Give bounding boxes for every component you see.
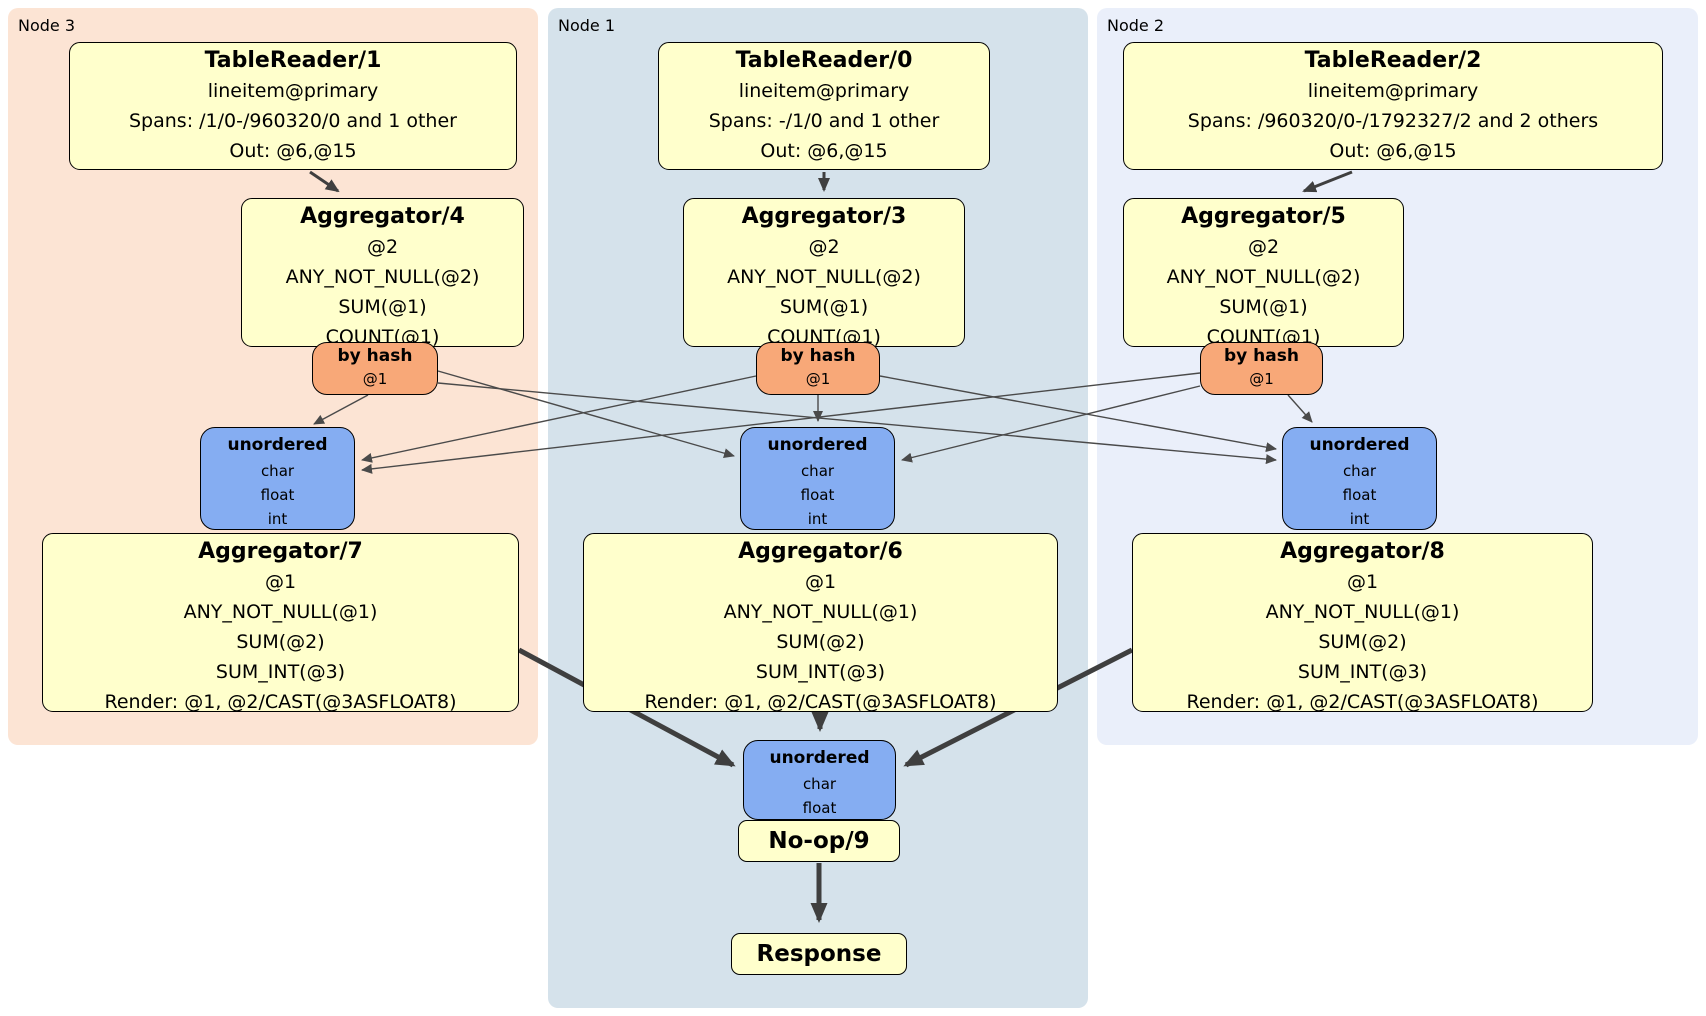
box-line: float xyxy=(802,799,837,817)
unordered-sync-node3: unordered char float int xyxy=(200,427,355,530)
aggregator-6-title: Aggregator/6 xyxy=(738,539,903,564)
box-line: @2 xyxy=(808,236,840,258)
noop-9-title: No-op/9 xyxy=(768,828,870,854)
box-line: SUM_INT(@3) xyxy=(1297,661,1428,683)
hash-router-node3-title: by hash xyxy=(337,346,413,366)
aggregator-4-title: Aggregator/4 xyxy=(300,204,465,229)
panel-node1-label: Node 1 xyxy=(558,16,616,35)
box-line: lineitem@primary xyxy=(1307,80,1479,102)
box-line: SUM_INT(@3) xyxy=(215,661,346,683)
box-line: ANY_NOT_NULL(@1) xyxy=(183,601,378,623)
unordered-sync-node1-title: unordered xyxy=(767,435,868,455)
aggregator-8-title: Aggregator/8 xyxy=(1280,539,1445,564)
aggregator-4-box: Aggregator/4 @2 ANY_NOT_NULL(@2) SUM(@1)… xyxy=(241,198,524,348)
box-line: lineitem@primary xyxy=(207,80,379,102)
unordered-sync-final-title: unordered xyxy=(769,748,870,768)
box-line: int xyxy=(1349,510,1370,528)
box-line: Out: @6,@15 xyxy=(229,140,357,162)
box-line: Spans: /960320/0-/1792327/2 and 2 others xyxy=(1187,110,1599,132)
box-line: SUM(@2) xyxy=(1318,631,1407,653)
box-line: ANY_NOT_NULL(@2) xyxy=(285,266,480,288)
box-line: ANY_NOT_NULL(@2) xyxy=(727,266,921,288)
aggregator-7-box: Aggregator/7 @1 ANY_NOT_NULL(@1) SUM(@2)… xyxy=(42,533,519,713)
box-line: Spans: -/1/0 and 1 other xyxy=(708,110,940,132)
unordered-sync-final: unordered char float xyxy=(743,740,896,820)
tablereader-0-title: TableReader/0 xyxy=(735,48,913,73)
unordered-sync-node2: unordered char float int xyxy=(1282,427,1437,530)
tablereader-0-box: TableReader/0 lineitem@primary Spans: -/… xyxy=(658,42,990,170)
tablereader-2-box: TableReader/2 lineitem@primary Spans: /9… xyxy=(1123,42,1663,170)
box-line: @1 xyxy=(805,370,831,388)
box-line: lineitem@primary xyxy=(738,80,910,102)
box-line: SUM_INT(@3) xyxy=(755,661,886,683)
edge-hash3-sync3 xyxy=(313,394,369,425)
box-line: Render: @1, @2/CAST(@3ASFLOAT8) xyxy=(644,691,997,713)
box-line: @2 xyxy=(1247,236,1280,258)
box-line: @1 xyxy=(1249,370,1274,388)
edge-hash2-sync1 xyxy=(901,385,1201,463)
box-line: SUM(@2) xyxy=(236,631,325,653)
box-line: @1 xyxy=(362,370,388,388)
unordered-sync-node1: unordered char float int xyxy=(740,427,895,530)
box-line: SUM(@1) xyxy=(1219,296,1308,318)
aggregator-5-box: Aggregator/5 @2 ANY_NOT_NULL(@2) SUM(@1)… xyxy=(1123,198,1404,348)
noop-9-box: No-op/9 xyxy=(738,820,900,862)
edge-hash2-sync2 xyxy=(1287,394,1313,423)
box-line: int xyxy=(807,510,828,528)
edge-hash2-sync3 xyxy=(361,372,1201,474)
box-line: char xyxy=(1342,462,1377,480)
box-line: @1 xyxy=(1346,571,1379,593)
aggregator-8-box: Aggregator/8 @1 ANY_NOT_NULL(@1) SUM(@2)… xyxy=(1132,533,1593,713)
box-line: @2 xyxy=(366,236,399,258)
box-line: char xyxy=(800,462,835,480)
box-line: char xyxy=(260,462,295,480)
unordered-sync-node2-title: unordered xyxy=(1309,435,1410,455)
edge-hash3-sync2 xyxy=(437,382,1277,465)
box-line: Render: @1, @2/CAST(@3ASFLOAT8) xyxy=(104,691,457,713)
box-line: @1 xyxy=(264,571,297,593)
response-box: Response xyxy=(731,933,907,975)
edge-hash1-sync2 xyxy=(879,375,1277,453)
edge-hash3-sync1 xyxy=(437,370,735,459)
box-line: ANY_NOT_NULL(@2) xyxy=(1166,266,1361,288)
hash-router-node1: by hash @1 xyxy=(756,342,880,395)
hash-router-node2-title: by hash xyxy=(1224,346,1299,366)
box-line: Spans: /1/0-/960320/0 and 1 other xyxy=(129,110,457,132)
box-line: float xyxy=(260,486,295,504)
aggregator-6-box: Aggregator/6 @1 ANY_NOT_NULL(@1) SUM(@2)… xyxy=(583,533,1058,713)
tablereader-2-title: TableReader/2 xyxy=(1304,48,1482,73)
box-line: char xyxy=(802,775,837,793)
box-line: Out: @6,@15 xyxy=(1329,140,1457,162)
hash-router-node1-title: by hash xyxy=(780,346,856,366)
unordered-sync-node3-title: unordered xyxy=(227,435,328,455)
aggregator-7-title: Aggregator/7 xyxy=(198,539,363,564)
box-line: Render: @1, @2/CAST(@3ASFLOAT8) xyxy=(1186,691,1539,713)
edge-hash1-sync3 xyxy=(361,375,757,463)
box-line: int xyxy=(267,510,288,528)
box-line: SUM(@1) xyxy=(338,296,427,318)
box-line: SUM(@1) xyxy=(779,296,869,318)
box-line: ANY_NOT_NULL(@1) xyxy=(723,601,918,623)
box-line: Out: @6,@15 xyxy=(760,140,888,162)
box-line: ANY_NOT_NULL(@1) xyxy=(1265,601,1460,623)
box-line: float xyxy=(1342,486,1377,504)
edge-tr2-agg5 xyxy=(1302,170,1353,193)
panel-node3-label: Node 3 xyxy=(18,16,76,35)
tablereader-1-title: TableReader/1 xyxy=(204,48,382,73)
hash-router-node2: by hash @1 xyxy=(1200,342,1323,395)
response-title: Response xyxy=(756,941,882,967)
aggregator-3-box: Aggregator/3 @2 ANY_NOT_NULL(@2) SUM(@1)… xyxy=(683,198,965,348)
aggregator-3-title: Aggregator/3 xyxy=(741,204,907,229)
box-line: float xyxy=(800,486,835,504)
aggregator-5-title: Aggregator/5 xyxy=(1181,204,1346,229)
panel-node2-label: Node 2 xyxy=(1107,16,1165,35)
box-line: SUM(@2) xyxy=(776,631,865,653)
box-line: @1 xyxy=(804,571,837,593)
tablereader-1-box: TableReader/1 lineitem@primary Spans: /1… xyxy=(69,42,517,170)
edge-tr1-agg4 xyxy=(309,170,340,193)
hash-router-node3: by hash @1 xyxy=(312,342,438,395)
